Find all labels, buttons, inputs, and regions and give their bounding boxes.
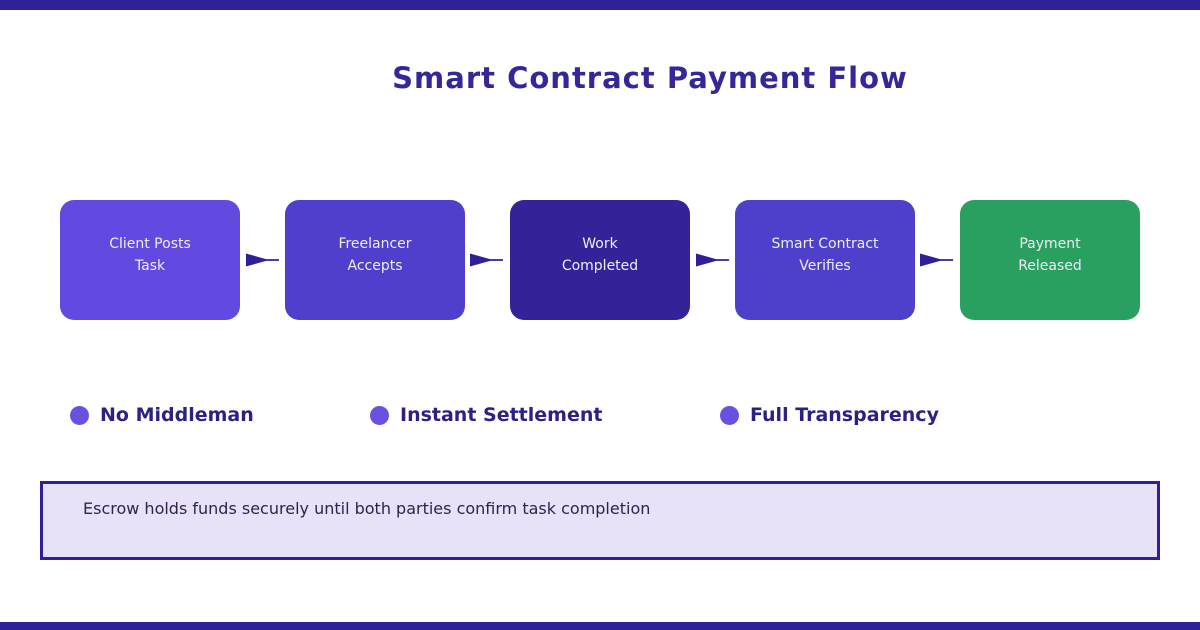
step-label-line: Verifies [799,258,851,274]
feature-no-middleman: No Middleman [70,402,254,428]
bullet-dot-icon [370,405,389,425]
flow-arrow-icon [470,253,503,267]
top-accent-bar [0,0,1200,10]
flow-step-work-completed: Work Completed [510,200,690,320]
step-label-line: Work [582,236,618,252]
escrow-note-box: Escrow holds funds securely until both p… [40,481,1160,560]
bullet-dot-icon [70,405,89,425]
step-label-line: Client Posts [109,236,191,252]
flow-step-client-posts-task: Client Posts Task [60,200,240,320]
flow-step-payment-released: Payment Released [960,200,1140,320]
flow-step-smart-contract-verifies: Smart Contract Verifies [735,200,915,320]
bullet-dot-icon [720,405,739,425]
feature-label: Full Transparency [750,404,939,426]
step-label-line: Completed [561,258,639,274]
feature-full-transparency: Full Transparency [720,402,939,428]
step-label-line: Released [1018,258,1082,274]
feature-label: No Middleman [100,404,254,426]
step-label-line: Payment [1019,236,1081,252]
escrow-note-text: Escrow holds funds securely until both p… [83,499,651,518]
flow-arrow-icon [246,253,279,267]
bottom-accent-bar [0,622,1200,630]
page-title: Smart Contract Payment Flow [392,61,908,96]
flow-arrow-icon [696,253,729,267]
step-label-line: Smart Contract [771,236,879,252]
step-label-line: Accepts [347,258,403,274]
step-label-line: Task [134,258,166,274]
feature-label: Instant Settlement [400,404,603,426]
flow-step-freelancer-accepts: Freelancer Accepts [285,200,465,320]
feature-instant-settlement: Instant Settlement [370,402,602,428]
step-label-line: Freelancer [338,236,412,252]
flow-arrow-icon [920,253,953,267]
